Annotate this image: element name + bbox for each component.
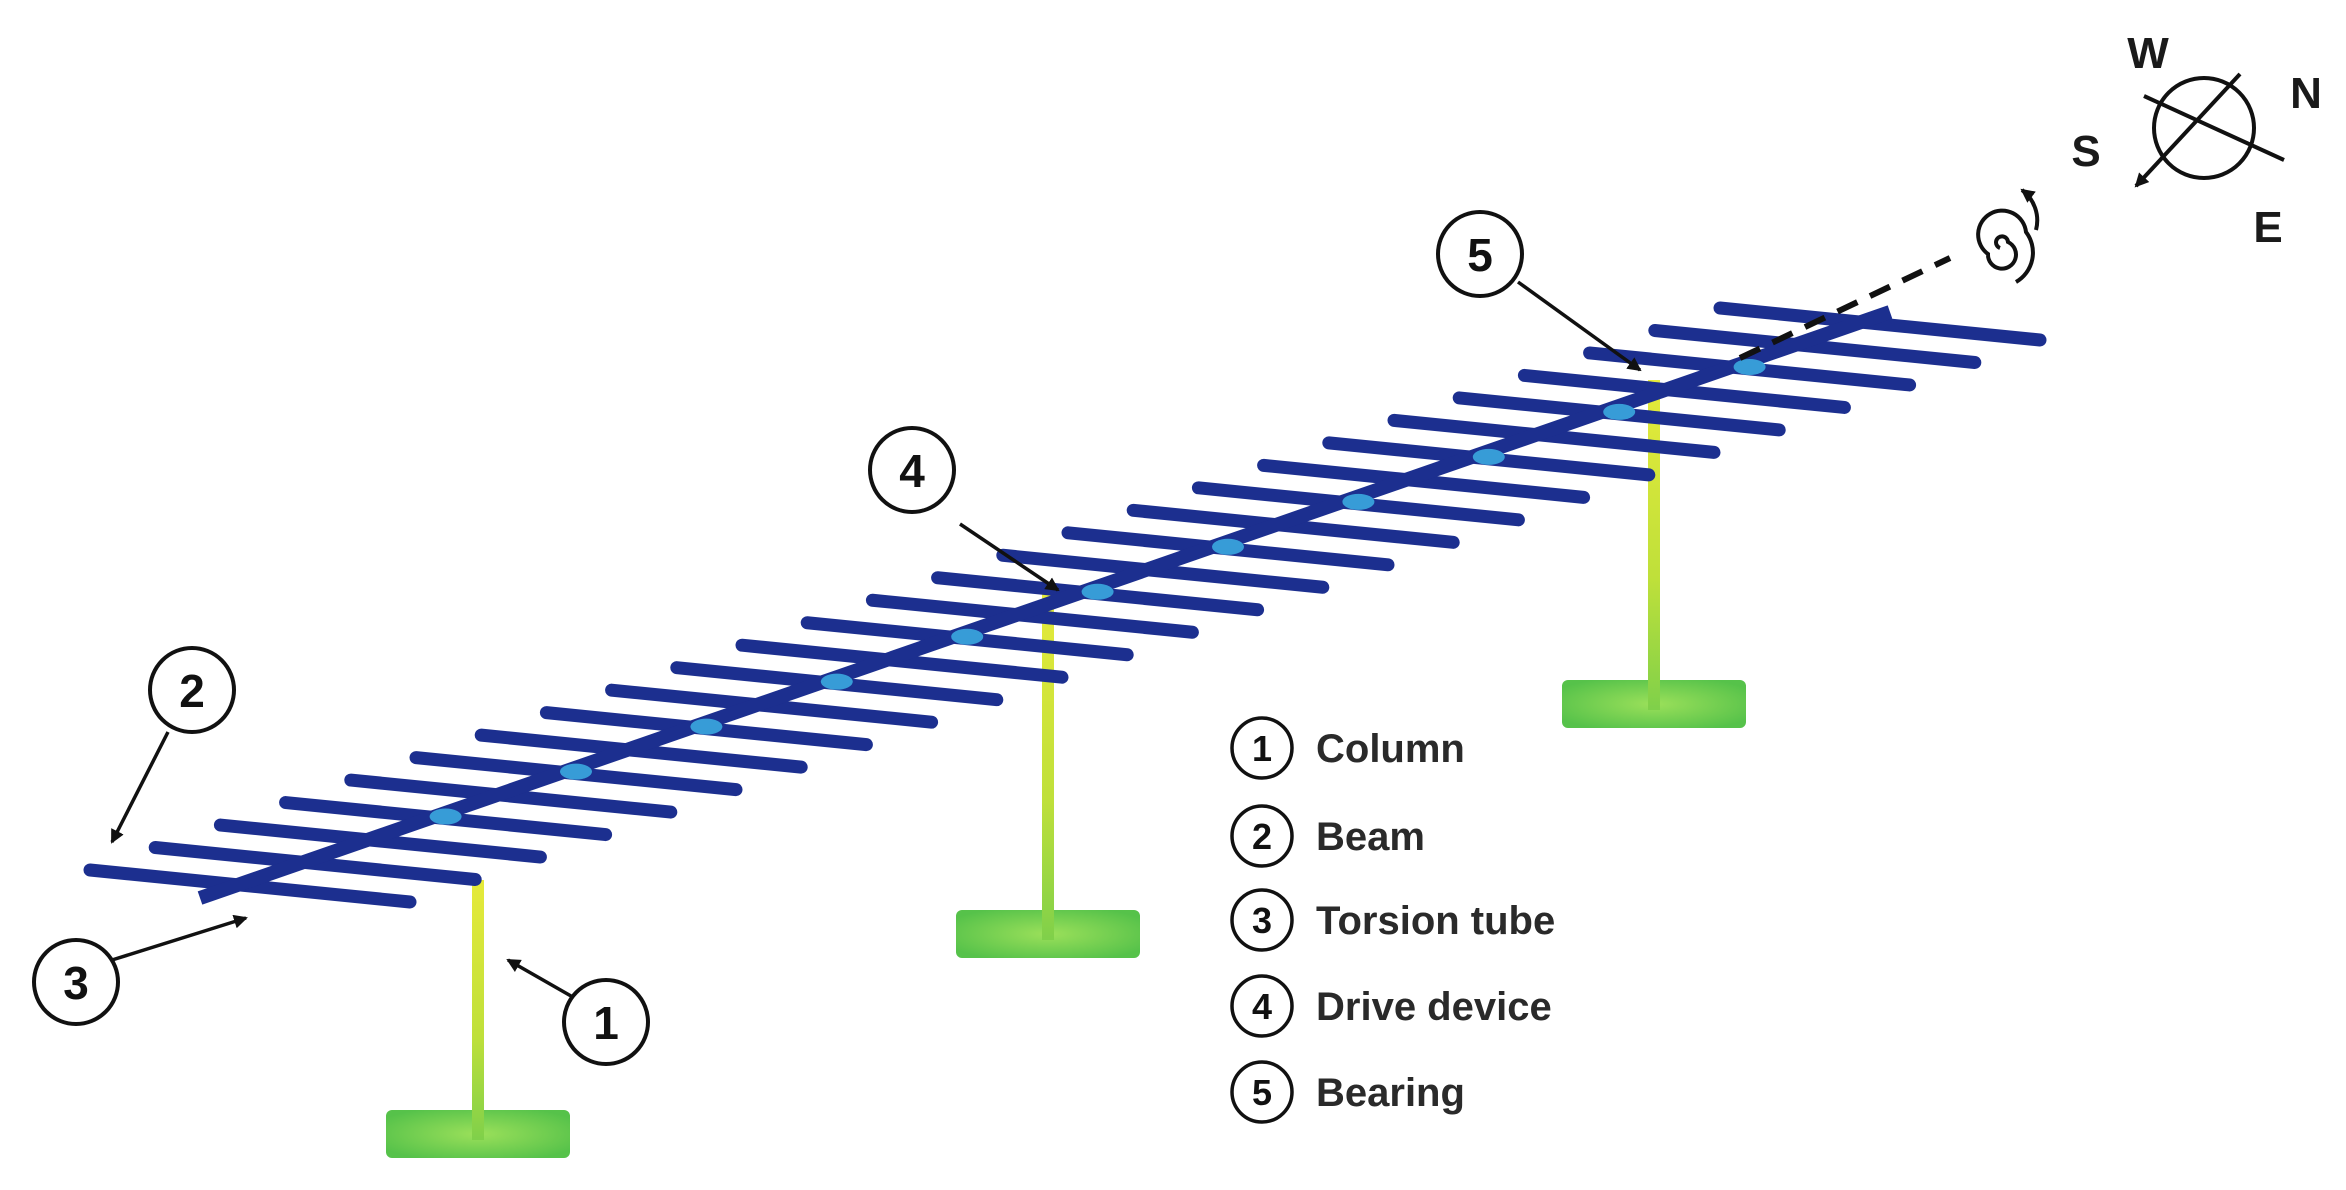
callout-beam: 2 [148,646,236,734]
rotation-spiral-icon [1976,190,2040,284]
svg-text:5: 5 [1252,1072,1272,1113]
tube-highlight [560,763,592,780]
svg-text:Column: Column [1316,727,1465,771]
compass-n: N [2290,69,2322,118]
callout-arrows [110,280,1642,1002]
beam [1648,323,1982,369]
legend-item-bearing: 5 Bearing [1230,1060,1465,1124]
tube-highlight [1733,358,1766,375]
svg-text:5: 5 [1467,229,1493,281]
compass-w: W [2127,29,2169,78]
legend-item-torsion-tube: 3 Torsion tube [1230,888,1555,952]
legend: 1 Column 2 Beam 3 Torsion tube 4 Drive d… [1230,716,1555,1124]
beam [1713,301,2047,347]
compass-s: S [2071,127,2100,176]
beam [1517,368,1851,414]
beam [1257,458,1591,504]
svg-text:2: 2 [179,665,205,717]
legend-item-column: 1 Column [1230,716,1465,780]
tube-highlight [1603,403,1636,420]
svg-text:2: 2 [1252,816,1272,857]
legend-item-drive-device: 4 Drive device [1230,974,1552,1038]
column [472,880,484,1140]
callout-torsion-tube: 3 [32,938,120,1026]
tube-highlight [1081,583,1114,600]
compass-e: E [2253,203,2282,252]
svg-text:Beam: Beam [1316,815,1425,859]
callout-bearing: 5 [1436,210,1524,298]
column [1648,380,1660,710]
svg-text:1: 1 [593,997,619,1049]
beam [1387,413,1721,459]
svg-text:Drive device: Drive device [1316,985,1552,1029]
tube-highlight [1472,448,1505,465]
legend-item-beam: 2 Beam [1230,804,1425,868]
tube-highlight [1212,538,1244,555]
svg-text:Bearing: Bearing [1316,1071,1465,1115]
tube-highlight [951,628,984,645]
tube-highlight [690,718,723,735]
svg-text:4: 4 [1252,986,1272,1027]
callout-column: 1 [562,978,650,1066]
torsion-tube [197,305,1893,905]
callout-drive-device: 4 [868,426,956,514]
tube-highlight [429,808,462,825]
svg-text:4: 4 [899,445,925,497]
svg-text:1: 1 [1252,728,1272,769]
svg-text:3: 3 [63,957,89,1009]
compass-icon [2152,76,2256,180]
rotation-axis [1738,190,2040,361]
tube-highlight [1342,493,1375,510]
compass: W N S E [2071,29,2322,252]
tube-highlight [820,673,853,690]
svg-text:Torsion tube: Torsion tube [1316,899,1555,943]
svg-text:3: 3 [1252,900,1272,941]
